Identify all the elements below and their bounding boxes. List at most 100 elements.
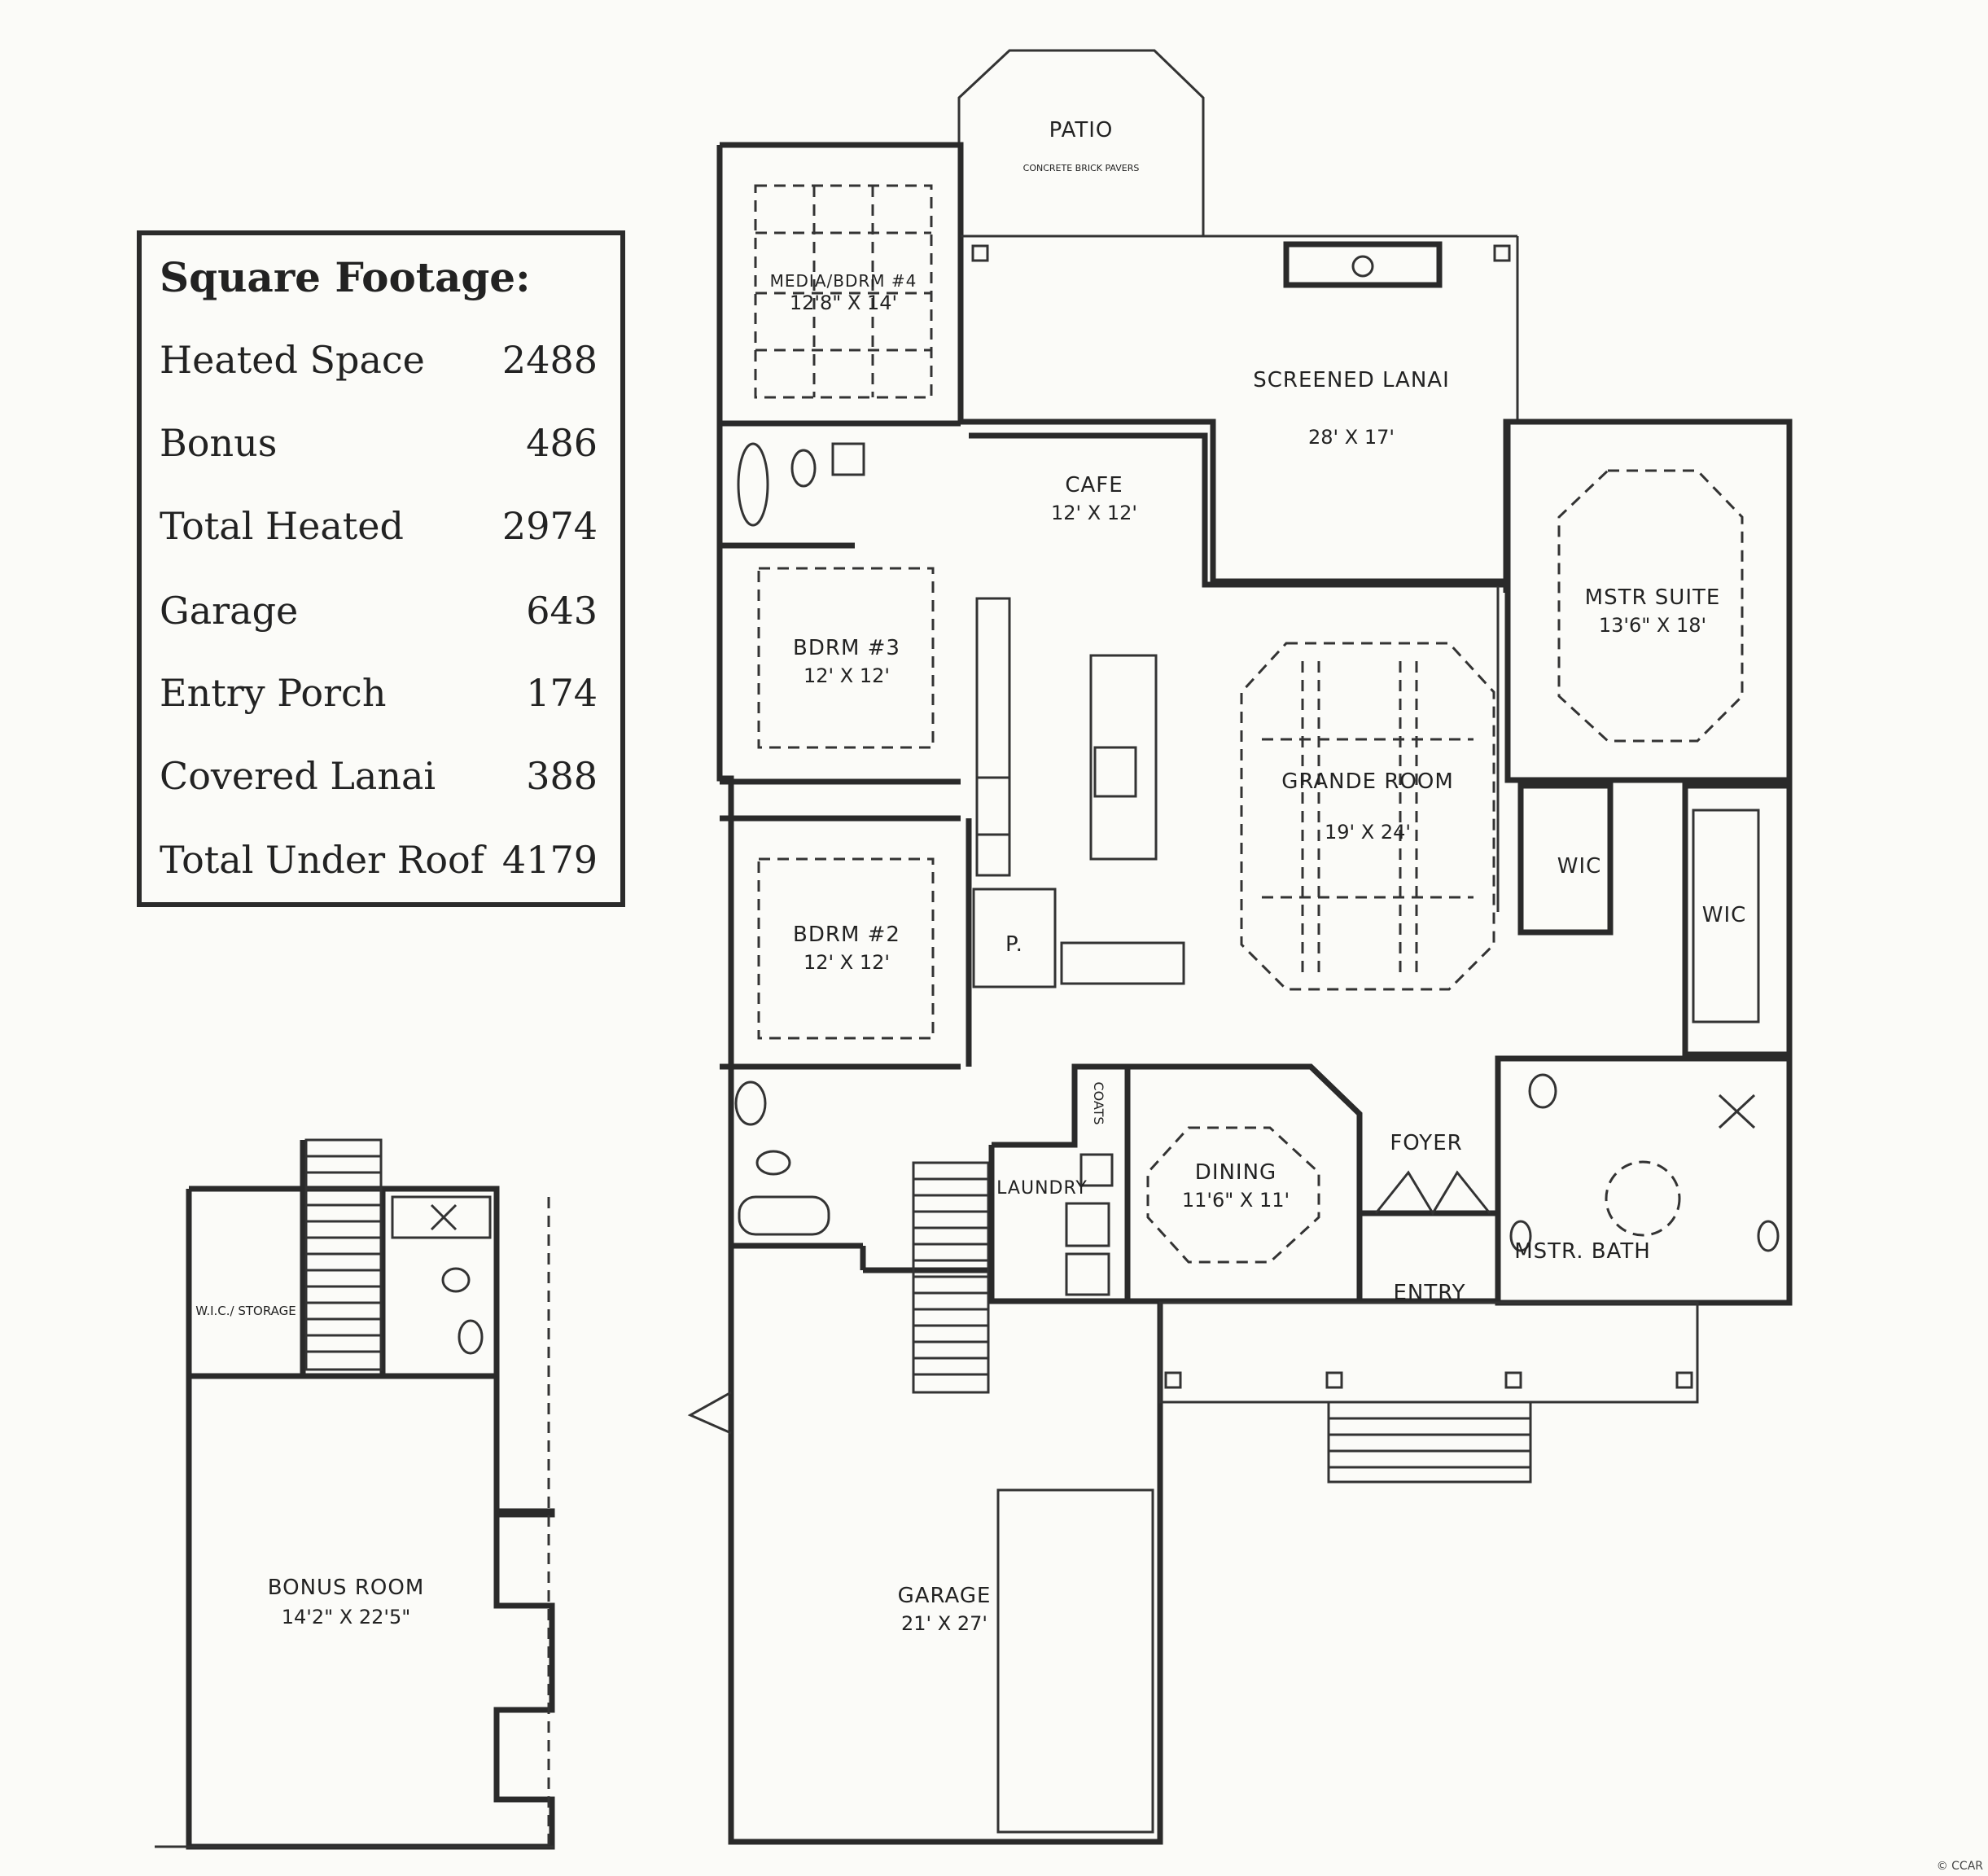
sink-icon [458, 1319, 484, 1355]
patio-outline [957, 49, 1205, 238]
post [1164, 1371, 1182, 1389]
sqft-label: Heated Space [160, 338, 425, 382]
foyer-label: FOYER [1390, 1131, 1462, 1155]
garage-dims: 21' X 27' [901, 1612, 987, 1635]
master-suite-label: MSTR SUITE [1585, 585, 1721, 610]
dining-dims: 11'6" X 11' [1182, 1189, 1290, 1212]
garage-side-door [687, 1391, 732, 1435]
sqft-label: Total Under Roof [160, 838, 484, 882]
sqft-value: 2974 [501, 504, 598, 548]
toilet-icon [441, 1267, 471, 1293]
toilet-icon [1528, 1073, 1557, 1109]
lanai-dims: 28' X 17' [1308, 426, 1395, 449]
sink-icon [1509, 1220, 1532, 1252]
bonus-stairs [304, 1138, 383, 1371]
sqft-row: Covered Lanai 388 [160, 754, 598, 803]
lanai-label: SCREENED LANAI [1253, 368, 1450, 392]
master-bath-label: MSTR. BATH [1514, 1239, 1651, 1264]
kitchen-sink-icon [1093, 746, 1137, 798]
sqft-value: 4179 [501, 838, 598, 882]
bdrm2-dims: 12' X 12' [804, 951, 890, 974]
bonus-room-dims: 14'2" X 22'5" [282, 1606, 411, 1628]
sqft-value: 486 [526, 421, 598, 465]
fireplace [1283, 241, 1443, 288]
square-footage-title: Square Footage: [160, 253, 531, 301]
range-icon [975, 776, 1011, 836]
cafe-label: CAFE [1065, 473, 1123, 497]
wic1-walls [1517, 782, 1614, 936]
sqft-row: Bonus 486 [160, 421, 598, 470]
garage-label: GARAGE [898, 1584, 992, 1608]
sqft-row: Entry Porch 174 [160, 671, 598, 720]
bonus-room-walls [186, 1186, 555, 1850]
post [1493, 244, 1511, 262]
bdrm2-label: BDRM #2 [793, 923, 900, 947]
grande-ceiling-outline [1240, 642, 1495, 991]
square-footage-table: Square Footage: Heated Space 2488 Bonus … [137, 230, 625, 907]
cafe-dims: 12' X 12' [1051, 502, 1137, 524]
laundry-sink-icon [1079, 1153, 1114, 1187]
kitchen-island [1089, 654, 1158, 861]
sqft-row: Garage 643 [160, 589, 598, 638]
exterior-wall [716, 145, 1163, 1845]
foyer-doors [1374, 1170, 1491, 1216]
bonus-room-label: BONUS ROOM [268, 1576, 425, 1600]
sqft-row: Total Heated 2974 [160, 504, 598, 553]
garage-door-outline [996, 1488, 1154, 1834]
bdrm3-ceiling [757, 567, 935, 749]
master-ceiling-outline [1557, 469, 1744, 743]
sqft-label: Bonus [160, 421, 278, 465]
post [1504, 1371, 1522, 1389]
washer-icon [1065, 1202, 1110, 1247]
wic1-label: WIC [1557, 854, 1602, 879]
bdrm2-ceiling [757, 857, 935, 1040]
sqft-label: Entry Porch [160, 671, 387, 715]
sink-icon [831, 442, 865, 476]
sqft-row: Total Under Roof 4179 [160, 838, 598, 887]
pantry-label: P. [1005, 932, 1023, 957]
tub-icon [737, 442, 769, 527]
toilet-icon [790, 449, 817, 488]
front-porch [1158, 1301, 1699, 1404]
wic2-shelf [1692, 809, 1760, 1023]
dining-walls [1128, 1063, 1363, 1213]
dryer-icon [1065, 1252, 1110, 1296]
grande-room-dims: 19' X 24' [1325, 821, 1411, 844]
sqft-label: Covered Lanai [160, 754, 436, 798]
pantry-outline [972, 888, 1057, 988]
fireplace-icon [1351, 255, 1374, 278]
sqft-value: 2488 [501, 338, 598, 382]
sqft-label: Total Heated [160, 504, 404, 548]
interior-wall [969, 432, 1509, 593]
sqft-value: 388 [526, 754, 598, 798]
dining-label: DINING [1195, 1160, 1276, 1185]
bdrm3-dims: 12' X 12' [804, 664, 890, 687]
post [1325, 1371, 1343, 1389]
storage-label: W.I.C./ STORAGE [195, 1304, 296, 1318]
sink-icon [734, 1080, 767, 1126]
master-suite-dims: 13'6" X 18' [1599, 614, 1706, 637]
laundry-label: LAUNDRY [996, 1178, 1088, 1199]
tub-icon [1605, 1160, 1681, 1237]
toilet-icon [755, 1150, 791, 1176]
dining-ceiling-outline [1146, 1126, 1320, 1264]
entry-label: ENTRY [1393, 1281, 1465, 1305]
porch-steps [1327, 1400, 1532, 1484]
patio-note: CONCRETE BRICK PAVERS [1023, 163, 1140, 173]
garage-stairs [912, 1161, 990, 1394]
coats-label: COATS [1091, 1081, 1106, 1124]
master-bath-walls [1495, 1055, 1793, 1306]
master-suite-walls [1504, 419, 1793, 783]
media-ceiling-outline [754, 184, 933, 399]
credit-text: © CCAR [1936, 1860, 1983, 1873]
exterior-wall [720, 142, 1793, 1306]
sqft-row: Heated Space 2488 [160, 338, 598, 387]
post [1675, 1371, 1693, 1389]
kitchen-counter [975, 597, 1011, 877]
sqft-value: 643 [526, 589, 598, 633]
kitchen-counter [1060, 941, 1185, 985]
bdrm3-label: BDRM #3 [793, 636, 900, 660]
media-label: MEDIA/BDRM #4 [770, 271, 917, 291]
grande-room-label: GRANDE ROOM [1281, 769, 1454, 794]
